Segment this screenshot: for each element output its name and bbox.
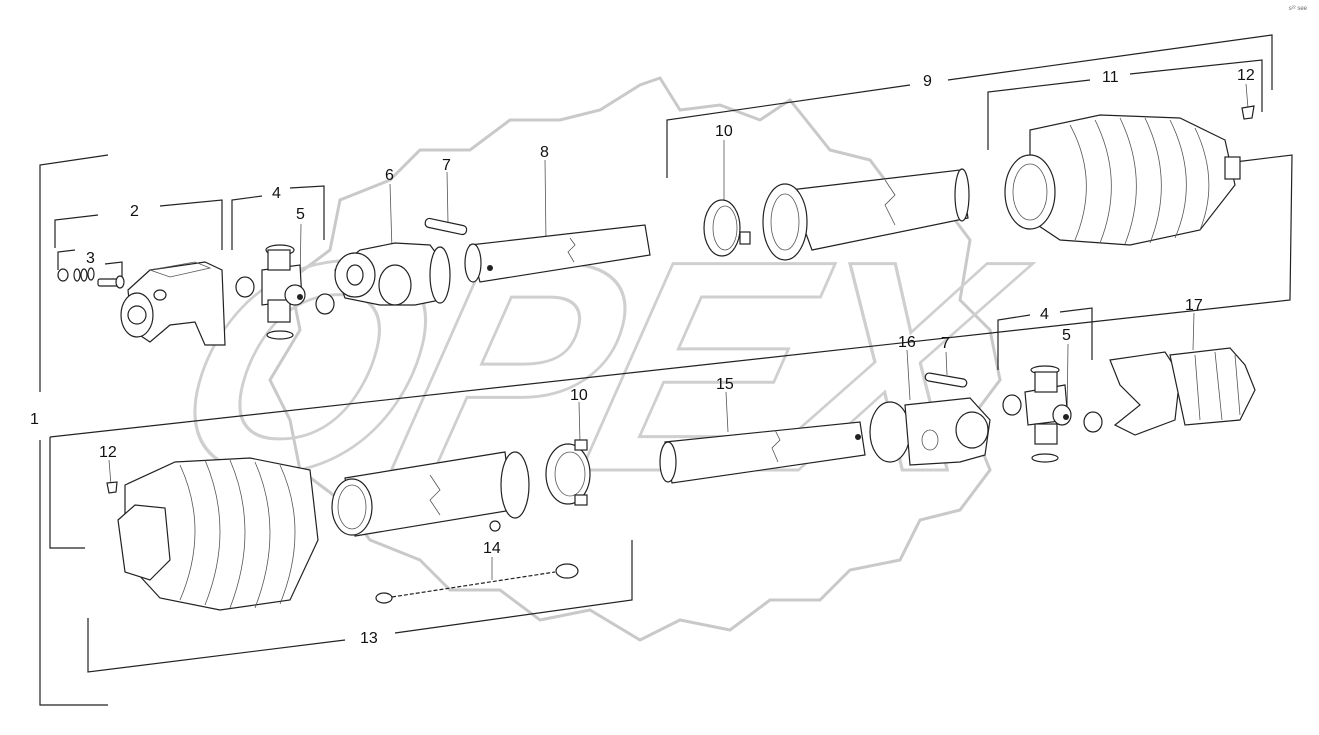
callout-1: 1 — [30, 411, 39, 428]
callout-16: 16 — [898, 334, 916, 351]
part-17-yoke-assembly — [1109, 347, 1256, 436]
callout-7a: 7 — [442, 157, 451, 174]
part-outer-tube-lower — [331, 451, 530, 537]
callout-6: 6 — [385, 167, 394, 184]
bracket-2 — [54, 199, 223, 250]
watermark-gear — [268, 76, 1002, 642]
callout-9: 9 — [923, 73, 932, 90]
callout-4b: 4 — [1040, 306, 1049, 323]
part-12-screw-lower — [106, 481, 118, 494]
part-9-outer-tube — [762, 168, 970, 261]
callout-15: 15 — [716, 376, 734, 393]
part-13-guard-cone-lower — [117, 457, 319, 611]
part-4-cross-lower — [1002, 365, 1103, 463]
bracket-4-upper — [231, 185, 325, 250]
callout-10a: 10 — [715, 123, 733, 140]
callout-11: 11 — [1102, 69, 1119, 86]
callout-14: 14 — [483, 540, 501, 557]
callout-10b: 10 — [570, 387, 588, 404]
part-10-bearing-upper — [703, 199, 751, 257]
callout-5a: 5 — [296, 206, 305, 223]
callout-3: 3 — [86, 250, 95, 267]
bracket-13 — [87, 540, 633, 673]
part-7-pin-upper — [424, 217, 468, 236]
callout-13: 13 — [360, 630, 378, 647]
callout-7b: 7 — [941, 335, 950, 352]
part-2-splined-yoke — [120, 261, 226, 346]
bracket-3 — [57, 249, 123, 278]
bracket-9 — [666, 34, 1273, 178]
callouts: 1 2 3 4 5 6 7 8 9 10 11 12 4 5 7 16 17 1… — [30, 67, 1255, 647]
part-15-inner-tube — [659, 421, 866, 484]
part-8-inner-tube — [464, 224, 651, 283]
part-12-screw-upper — [1241, 105, 1255, 120]
callout-12a: 12 — [1237, 67, 1255, 84]
callout-2: 2 — [130, 203, 139, 220]
bracket-4-lower — [997, 307, 1093, 370]
callout-12b: 12 — [99, 444, 117, 461]
part-11-guard-cone-upper — [1004, 114, 1241, 246]
bracket-1 — [39, 154, 1293, 706]
callout-4a: 4 — [272, 185, 281, 202]
part-10-bearing-lower — [545, 439, 591, 506]
corner-code: s²² see — [1288, 6, 1307, 12]
callout-17: 17 — [1185, 297, 1203, 314]
part-16-inner-yoke — [869, 397, 991, 466]
part-6-inner-yoke — [334, 242, 451, 306]
bracket-11 — [987, 59, 1263, 150]
callout-5b: 5 — [1062, 327, 1071, 344]
callout-8: 8 — [540, 144, 549, 161]
part-4-cross-upper — [235, 244, 335, 340]
part-3-fasteners — [57, 267, 125, 289]
part-14-chain — [375, 563, 579, 604]
part-7-pin-lower — [924, 372, 968, 388]
